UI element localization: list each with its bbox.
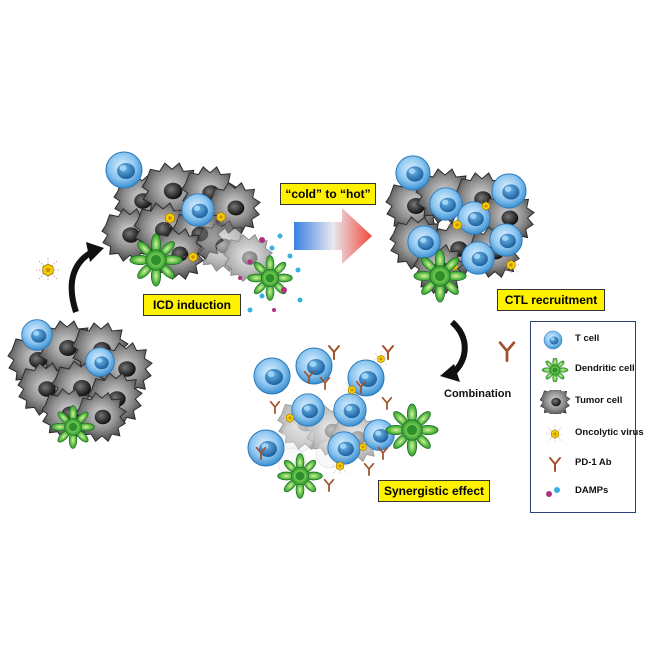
- t-cell: [291, 393, 325, 427]
- t-cell: [461, 241, 495, 275]
- t-cell: [489, 223, 523, 257]
- tumor-cell-icon: [539, 390, 571, 414]
- oncolytic-virus: [35, 257, 61, 283]
- oncolytic-virus: [331, 457, 349, 475]
- dendritic-cell-icon: [541, 358, 569, 382]
- t-cell: [253, 357, 291, 395]
- curved-arrow-up: [68, 242, 104, 313]
- t-cell-icon: [543, 330, 563, 350]
- oncolytic-virus: [372, 350, 390, 368]
- initial-tumor-cluster: [7, 319, 153, 449]
- t-cell: [21, 319, 53, 351]
- oncolytic-virus: [501, 255, 521, 275]
- t-cell: [85, 347, 115, 377]
- dendritic-cell: [385, 403, 439, 457]
- pd1-antibody-icon: [549, 457, 561, 472]
- icd-induction-label: ICD induction: [143, 294, 241, 316]
- legend-item-damps: DAMPs: [531, 480, 635, 504]
- hot-tumor-cluster: [385, 155, 535, 303]
- synergistic-effect-label: Synergistic effect: [378, 480, 490, 502]
- t-cell: [105, 151, 143, 189]
- curved-arrow-down: [440, 319, 468, 382]
- t-cell: [181, 193, 215, 227]
- legend-item-dendritic-cell: Dendritic cell: [531, 358, 635, 382]
- released-damps: [238, 233, 303, 313]
- ctl-recruitment-label: CTL recruitment: [497, 289, 605, 311]
- legend-item-oncolytic-virus: Oncolytic virus: [531, 422, 644, 446]
- t-cell: [363, 419, 395, 451]
- legend-item-t-cell: T cell: [531, 328, 635, 352]
- legend-item-pd1-ab: PD-1 Ab: [531, 452, 635, 476]
- icd-tumor-cluster: [101, 151, 303, 313]
- t-cell: [333, 393, 367, 427]
- legend-item-tumor-cell: Tumor cell: [531, 390, 635, 414]
- t-cell: [295, 347, 333, 385]
- t-cell: [429, 187, 463, 221]
- synergistic-cluster: [247, 345, 439, 499]
- damps-icon: [546, 487, 560, 497]
- cold-to-hot-arrow: [294, 208, 372, 264]
- t-cell: [407, 225, 441, 259]
- t-cell: [395, 155, 431, 191]
- combination-label: Combination: [444, 388, 512, 400]
- legend: T cell Dendritic cell Tumor cell Oncolyt…: [530, 321, 644, 513]
- pd1-antibody: [498, 341, 516, 362]
- cold-to-hot-label: “cold” to “hot”: [280, 183, 376, 205]
- t-cell: [327, 431, 361, 465]
- oncolytic-virus-icon: [546, 425, 564, 443]
- t-cell: [491, 173, 527, 209]
